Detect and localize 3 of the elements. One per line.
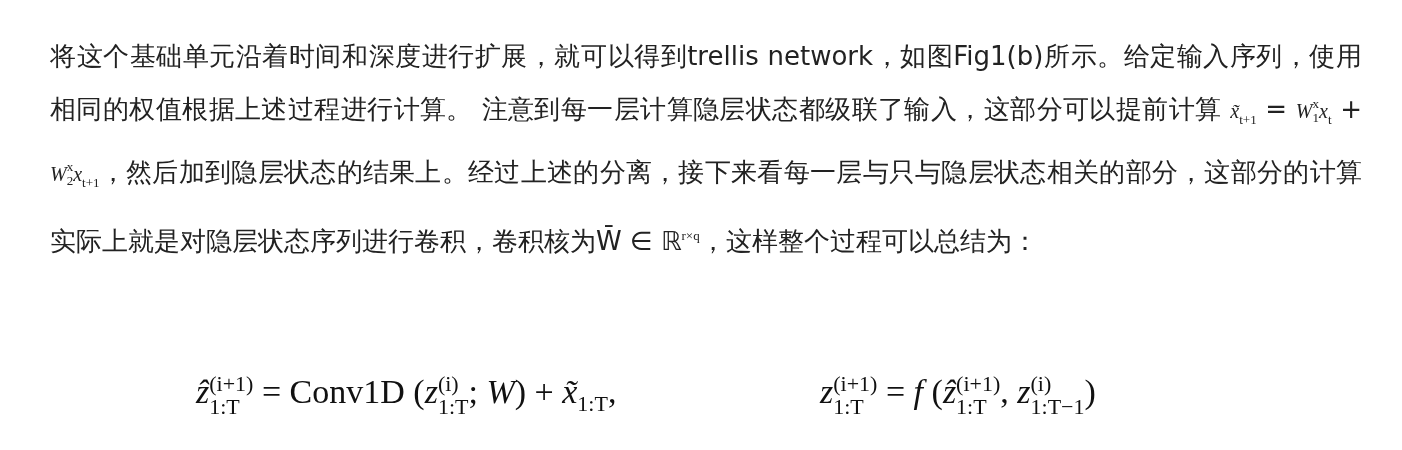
equation: z$_{1:T}$$^{(i+1)}$ = f (ẑ$_{1:T}$$^{(i+1)}$, z$_{1:T−1}$$^{(i)}$) xyxy=(820,370,1096,422)
equation: ẑ$_{1:T}$$^{(i+1)}$ = Conv1D (z$_{1:T}$$^{(i)}$; W) + x̃$_{1:T}$, xyxy=(196,370,617,422)
paragraph-text: 将这个基础单元沿着时间和深度进行扩展，就可以得到trellis network，如图Fig1(b)所示。给定输入序列，使用相同的权值根据上述过程进行计算。 注意到每一层计算隐层状态都级联了输入，这部分可以提前计算 x̃$_{t+1}$ = W$_{1}$$^{x}$x$_{t}$ + W$_{2}$$^{x}$x$_{t+1}$，然后加到隐层状态的结果上。经过上述的分离，接下来看每一层与只与隐层状态相关的部分，这部分的计算实际上就是对隐层状态序列进行卷积，卷积核为W̄ ∈ ℝ$^{r×q}$，这样整个过程可以总结为： xyxy=(50,40,1362,259)
